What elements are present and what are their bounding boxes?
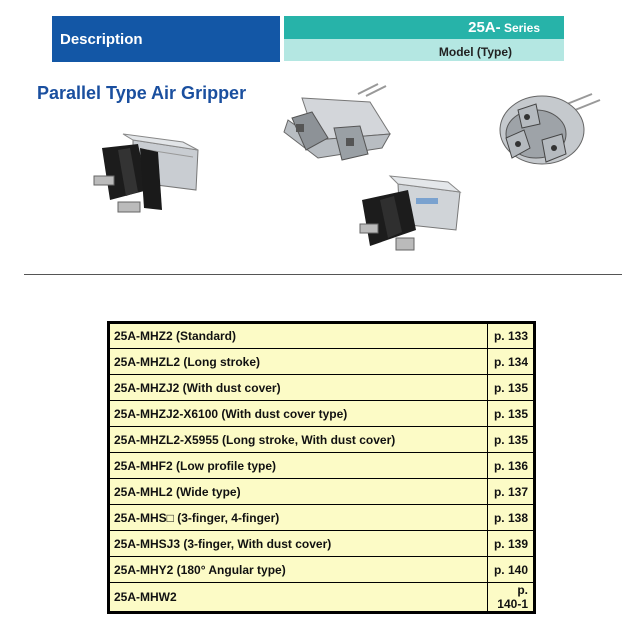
table-row: 25A-MHY2 (180° Angular type)p. 140 [108, 556, 535, 583]
gripper-dust-cover-small-photo [359, 175, 462, 251]
model-type-header: Model (Type) [284, 39, 564, 61]
page-reference-link[interactable]: p. 134 [487, 348, 535, 375]
model-name-cell: 25A-MHZL2 (Long stroke) [108, 348, 488, 375]
page-reference-link[interactable]: p. 133 [487, 322, 535, 349]
model-name-cell: 25A-MHY2 (180° Angular type) [108, 556, 488, 583]
model-name-cell: 25A-MHZL2-X5955 (Long stroke, With dust … [108, 426, 488, 453]
table-row: 25A-MHF2 (Low profile type)p. 136 [108, 452, 535, 479]
page-reference-link[interactable]: p. 135 [487, 400, 535, 427]
table-row: 25A-MHZL2-X5955 (Long stroke, With dust … [108, 426, 535, 453]
model-name-cell: 25A-MHZJ2 (With dust cover) [108, 374, 488, 401]
page-reference-link[interactable]: p. 135 [487, 374, 535, 401]
page-reference-link[interactable]: p. 136 [487, 452, 535, 479]
model-type-label: Model (Type) [438, 45, 512, 59]
model-name-cell: 25A-MHS□ (3-finger, 4-finger) [108, 504, 488, 531]
gripper-long-stroke-photo [283, 83, 391, 161]
table-row: 25A-MHL2 (Wide type)p. 137 [108, 478, 535, 505]
model-name-cell: 25A-MHZJ2-X6100 (With dust cover type) [108, 400, 488, 427]
model-name-cell: 25A-MHZ2 (Standard) [108, 322, 488, 349]
page-reference-link[interactable]: p. 135 [487, 426, 535, 453]
page-reference-link[interactable]: p. 139 [487, 530, 535, 557]
table-row: 25A-MHZJ2-X6100 (With dust cover type)p.… [108, 400, 535, 427]
model-name-cell: 25A-MHSJ3 (3-finger, With dust cover) [108, 530, 488, 557]
series-small-label: Series [500, 21, 540, 35]
table-row: 25A-MHSJ3 (3-finger, With dust cover)p. … [108, 530, 535, 557]
table-row: 25A-MHZJ2 (With dust cover)p. 135 [108, 374, 535, 401]
model-name-cell: 25A-MHL2 (Wide type) [108, 478, 488, 505]
table-row: 25A-MHS□ (3-finger, 4-finger)p. 138 [108, 504, 535, 531]
model-name-cell: 25A-MHW2 [108, 582, 488, 613]
page-reference-link[interactable]: p. 137 [487, 478, 535, 505]
page-reference-link[interactable]: p. 140 [487, 556, 535, 583]
description-header: Description [52, 16, 280, 62]
series-main-label: 25A- [468, 19, 501, 36]
page-title: Parallel Type Air Gripper [37, 83, 247, 103]
description-label: Description [60, 30, 143, 48]
table-row: 25A-MHZ2 (Standard)p. 133 [108, 322, 535, 349]
gripper-dust-cover-photo [93, 133, 199, 213]
model-name-cell: 25A-MHF2 (Low profile type) [108, 452, 488, 479]
section-divider [24, 274, 622, 275]
page-reference-link[interactable]: p. 138 [487, 504, 535, 531]
gripper-three-finger-photo [499, 93, 601, 165]
table-row: 25A-MHZL2 (Long stroke)p. 134 [108, 348, 535, 375]
page-reference-link[interactable]: p. 140-1 [487, 582, 535, 613]
series-header: 25A- Series [284, 16, 564, 39]
